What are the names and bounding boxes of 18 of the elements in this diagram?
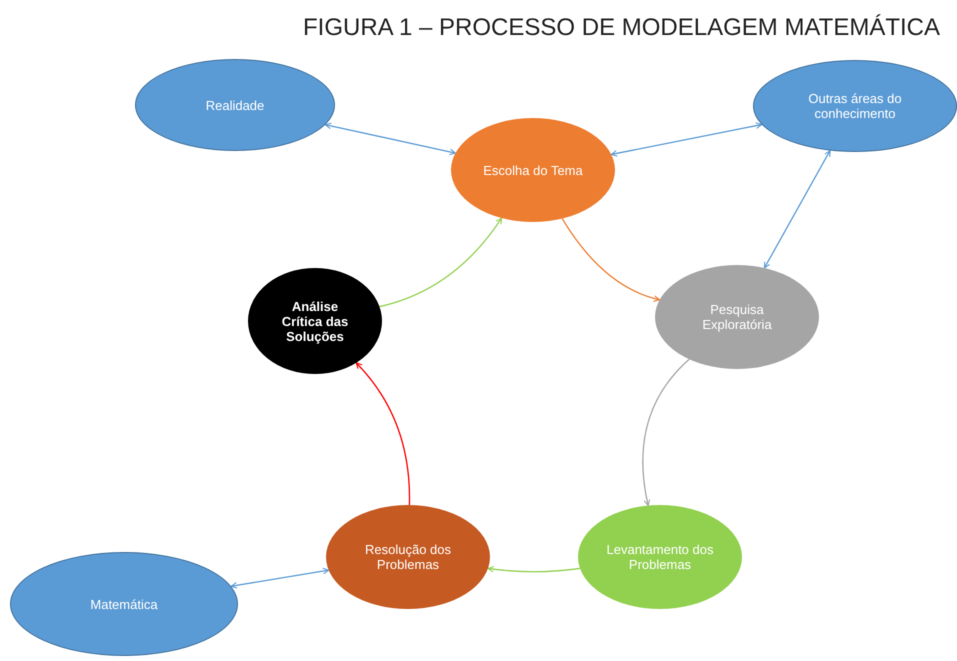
figure-title: FIGURA 1 – PROCESSO DE MODELAGEM MATEMÁTICA — [302, 14, 940, 42]
arrow — [642, 358, 690, 506]
double-arrow — [230, 568, 330, 589]
node-label: Matemática — [90, 596, 158, 612]
arrow — [562, 218, 660, 302]
node-label: Levantamento dos Problemas — [606, 542, 714, 572]
node-label: Resolução dos Problemas — [364, 542, 452, 572]
node-label: Realidade — [206, 98, 264, 112]
node-label: Análise Crítica das Soluções — [280, 298, 350, 344]
arrow — [379, 218, 502, 308]
double-arrow — [764, 150, 831, 269]
double-arrow — [610, 122, 762, 157]
arrow — [356, 362, 410, 505]
node-label: Pesquisa Exploratória — [701, 302, 773, 332]
node-label: Outras áreas do conhecimento — [807, 91, 903, 121]
arrow — [487, 566, 580, 572]
node-label: Escolha do Tema — [483, 162, 583, 178]
double-arrow — [324, 122, 456, 156]
